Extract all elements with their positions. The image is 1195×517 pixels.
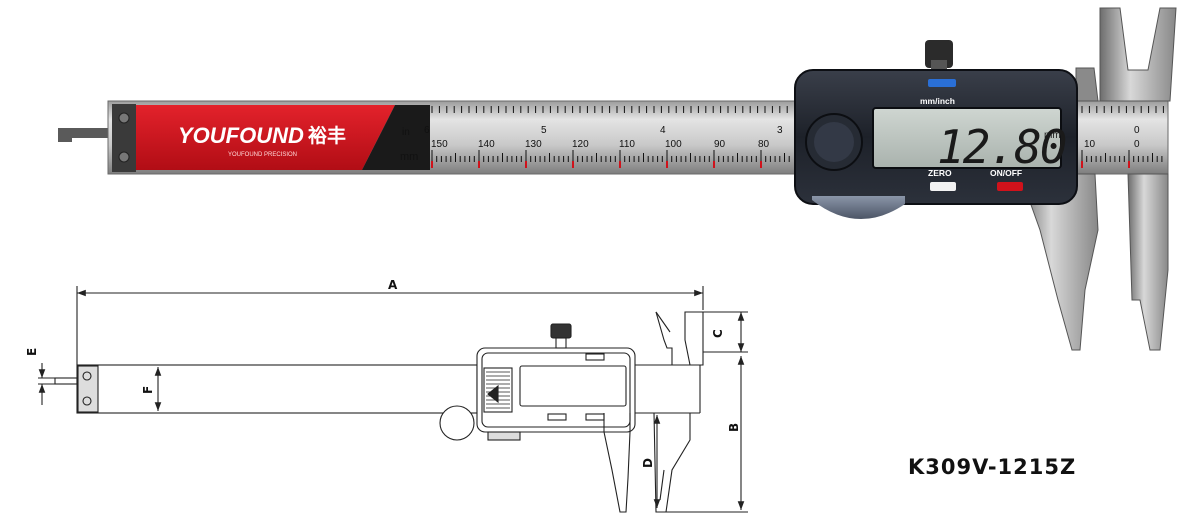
mm-label: 100 bbox=[665, 139, 682, 150]
inch-unit-label: in bbox=[402, 127, 410, 138]
diagram-sliding-upper-jaw bbox=[655, 311, 673, 365]
mm-label: 0 bbox=[1134, 139, 1140, 150]
diagram-grip bbox=[487, 431, 521, 441]
depth-rod bbox=[58, 128, 110, 142]
diagram-sliding-lower-jaw bbox=[603, 413, 631, 513]
mm-inch-button[interactable] bbox=[928, 79, 956, 87]
diagram-beam bbox=[76, 364, 478, 414]
fixed-lower-jaw bbox=[1127, 173, 1169, 351]
mm-label: 110 bbox=[619, 139, 635, 150]
diagram-lock-screw-stem bbox=[555, 337, 567, 349]
inch-label: 0 bbox=[1134, 125, 1140, 136]
mm-inch-label: mm/inch bbox=[920, 96, 955, 106]
screw-icon bbox=[118, 151, 130, 163]
inch-label: 4 bbox=[660, 125, 666, 136]
diagram-housing bbox=[476, 347, 636, 433]
mm-scale-labels: 150 140 130 120 110 100 90 80 10 0 bbox=[431, 139, 1140, 150]
zero-button[interactable] bbox=[930, 182, 956, 191]
mm-label: 150 bbox=[431, 139, 448, 150]
inch-scale-labels: 6 5 4 3 0 bbox=[424, 125, 1140, 136]
dimension-diagram bbox=[38, 286, 748, 513]
screw-icon bbox=[82, 371, 92, 381]
mm-label: 90 bbox=[714, 139, 726, 150]
zero-label: ZERO bbox=[928, 168, 952, 178]
caliper-photo: YOUFOUND 裕丰 YOUFOUND PRECISION in mm 6 5… bbox=[58, 7, 1177, 351]
scale-ticks bbox=[431, 106, 1164, 168]
diagram-thumb-wheel bbox=[439, 405, 475, 441]
sliding-lower-jaw bbox=[1019, 173, 1099, 351]
brand-name: YOUFOUND bbox=[178, 123, 304, 148]
on-off-button[interactable] bbox=[997, 182, 1023, 191]
mm-label: 120 bbox=[572, 139, 589, 150]
dimension-e-label: E bbox=[25, 348, 39, 356]
dimension-b-label: B bbox=[727, 423, 741, 432]
diagram-depth-rod bbox=[54, 377, 78, 385]
diagram-lock-screw-icon bbox=[550, 323, 572, 339]
dimension-d-label: D bbox=[641, 458, 655, 468]
inch-label: 5 bbox=[541, 125, 547, 136]
thumb-roller bbox=[812, 196, 905, 220]
mm-label: 130 bbox=[525, 139, 542, 150]
brand-band bbox=[136, 105, 395, 170]
dimension-a-label: A bbox=[388, 278, 398, 292]
inch-label: 6 bbox=[424, 125, 430, 136]
lcd-reading: 12.80 bbox=[937, 120, 1066, 174]
screw-icon bbox=[118, 112, 130, 124]
diagram-sliding-upper-jaw-edge bbox=[655, 311, 671, 333]
mm-unit-label: mm bbox=[400, 151, 418, 163]
onoff-label: ON/OFF bbox=[990, 168, 1022, 178]
sliding-upper-jaw bbox=[1075, 67, 1099, 102]
diagram-fixed-upper-jaw bbox=[684, 311, 704, 366]
dimension-f-label: F bbox=[141, 386, 155, 394]
dimension-c-label: C bbox=[711, 329, 725, 338]
diagram-fixed-lower-jaw bbox=[653, 412, 691, 513]
dimension-labels: A B C D E F bbox=[25, 278, 741, 468]
fixed-upper-jaw bbox=[1099, 7, 1177, 102]
diagram-lcd bbox=[519, 365, 627, 407]
lcd-unit: mm bbox=[1044, 130, 1061, 141]
diagram-roller bbox=[483, 367, 513, 413]
diagram-arrow-icon bbox=[487, 384, 499, 404]
mm-label: 10 bbox=[1084, 139, 1096, 150]
brand-band-edge bbox=[362, 105, 430, 170]
diagram-button bbox=[585, 353, 605, 361]
mm-label: 80 bbox=[758, 139, 770, 150]
lcd-screen bbox=[872, 107, 1062, 169]
mm-label: 140 bbox=[478, 139, 495, 150]
diagram-button bbox=[547, 413, 567, 421]
screw-icon bbox=[82, 396, 92, 406]
diagram-housing-inner bbox=[481, 352, 631, 428]
brand-subtitle: YOUFOUND PRECISION bbox=[228, 152, 297, 158]
brand-chinese-name: 裕丰 bbox=[308, 124, 346, 147]
model-code: K309V-1215Z bbox=[908, 455, 1077, 479]
hold-button-face bbox=[814, 122, 854, 162]
diagram-jaw-edge bbox=[659, 469, 665, 501]
inch-label: 3 bbox=[777, 125, 783, 136]
